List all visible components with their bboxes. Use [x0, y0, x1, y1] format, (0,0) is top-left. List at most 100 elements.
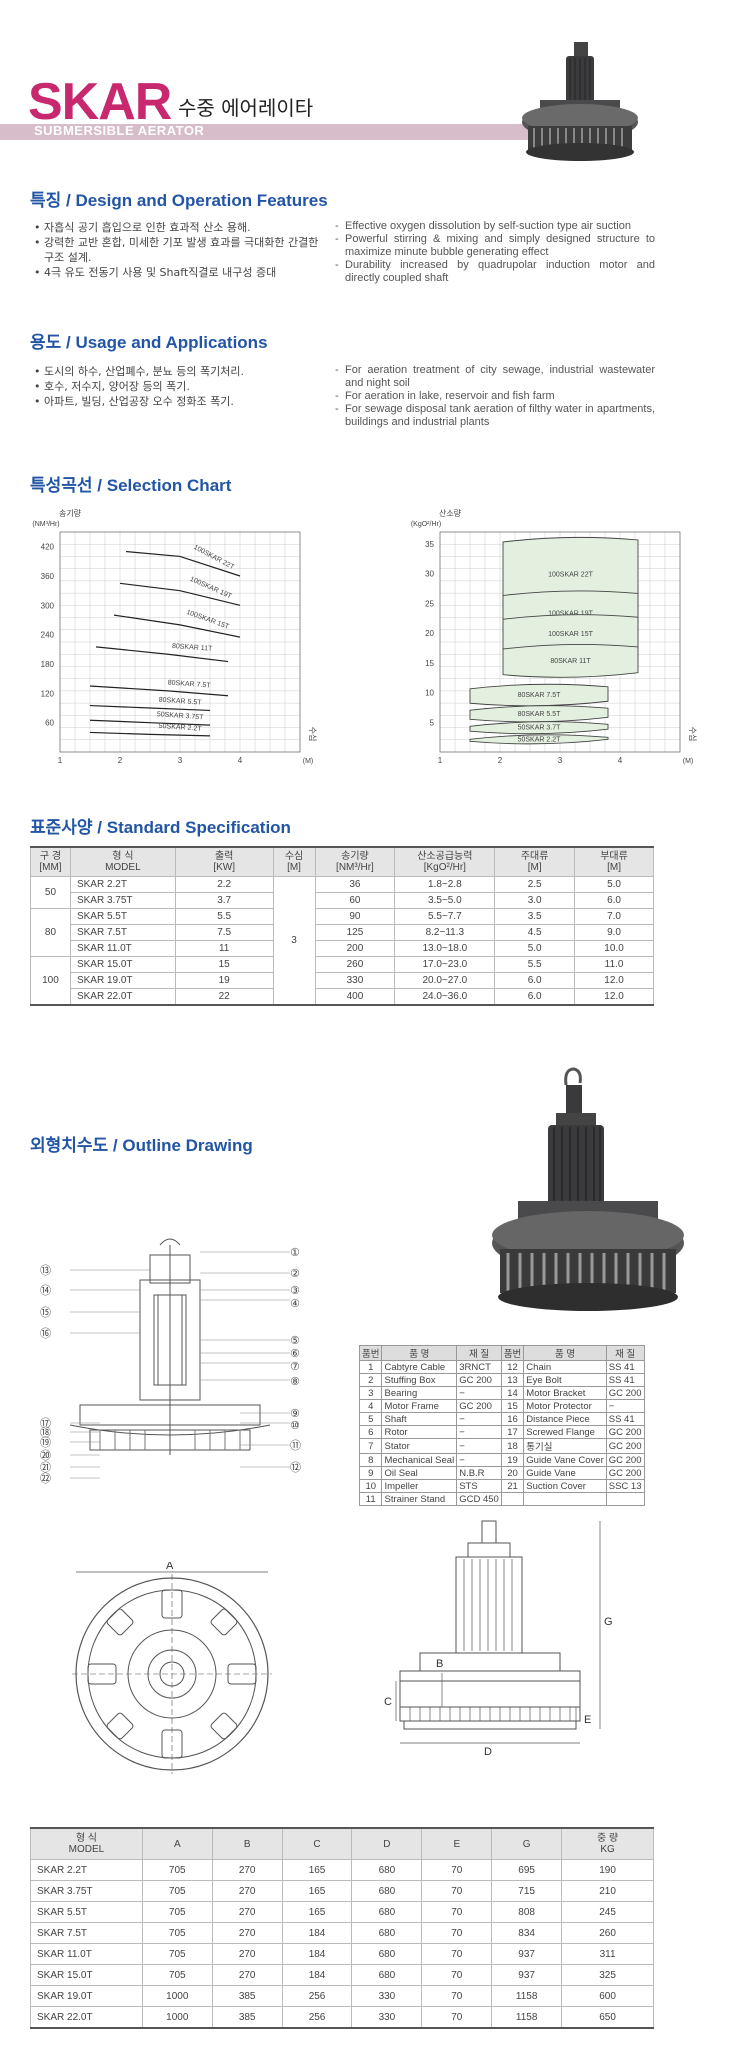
- table-cell: 165: [281, 1901, 353, 1923]
- table-cell: 705: [141, 1901, 213, 1923]
- table-cell: 330: [351, 2006, 423, 2029]
- table-cell: Mechanical Seal: [381, 1453, 458, 1467]
- col-header-name: 품 명: [381, 1345, 458, 1361]
- plot-frame: [439, 531, 681, 753]
- series-line: [89, 704, 211, 712]
- list-item: For aeration in lake, reservoir and fish…: [335, 390, 655, 403]
- table-cell: [500, 1492, 525, 1506]
- y-tick-label: 60: [45, 719, 54, 728]
- table-cell: 680: [351, 1964, 423, 1986]
- bore-cell: 100: [30, 956, 71, 1006]
- table-cell: Oil Seal: [381, 1466, 458, 1480]
- x-tick-label: 3: [178, 756, 183, 765]
- table-cell: 20: [500, 1466, 525, 1480]
- table-cell: 6.0: [494, 972, 576, 989]
- series-label: 100SKAR 15T: [548, 631, 593, 638]
- table-cell: Stator: [381, 1438, 458, 1454]
- table-cell: 1: [358, 1360, 383, 1374]
- table-cell: 5: [358, 1412, 383, 1426]
- table-cell: Suction Cover: [523, 1479, 607, 1493]
- dim-label-c: C: [384, 1696, 392, 1708]
- table-cell: SS 41: [605, 1412, 645, 1426]
- table-cell: 19: [500, 1453, 525, 1467]
- callout-7: ⑦: [290, 1360, 300, 1373]
- y-tick-label: 35: [425, 540, 434, 549]
- table-cell: 184: [281, 1922, 353, 1944]
- callout-14: ⑭: [40, 1284, 51, 1297]
- table-cell: 17.0~23.0: [394, 956, 496, 973]
- table-cell: 165: [281, 1859, 353, 1881]
- table-cell: 3.7: [174, 892, 274, 909]
- table-cell: −: [456, 1453, 502, 1467]
- callout-21: ㉑: [40, 1461, 51, 1474]
- table-cell: 270: [211, 1943, 283, 1965]
- model-cell: SKAR 7.5T: [69, 924, 176, 941]
- y-tick-label: 15: [425, 659, 434, 668]
- x-axis-unit: (M): [683, 758, 694, 765]
- table-cell: 270: [211, 1901, 283, 1923]
- series-band: [469, 705, 609, 723]
- list-item: 자흡식 공기 흡입으로 인한 효과적 산소 용해.: [34, 220, 324, 235]
- model-cell: SKAR 3.75T: [69, 892, 176, 909]
- table-cell: 70: [421, 1964, 493, 1986]
- table-cell: Strainer Stand: [381, 1492, 458, 1506]
- x-tick-label: 1: [58, 756, 63, 765]
- table-cell: GC 200: [605, 1425, 645, 1439]
- callout-11: ⑪: [290, 1439, 301, 1452]
- table-cell: Motor Protector: [523, 1399, 607, 1413]
- table-cell: 8: [358, 1453, 383, 1467]
- brand-korean-title: 수중 에어레이타: [178, 96, 314, 120]
- spec-title: 표준사양 / Standard Specification: [30, 818, 291, 837]
- table-cell: 70: [421, 1859, 493, 1881]
- table-cell: SSC 13: [605, 1479, 645, 1493]
- table-cell: 3.0: [494, 892, 576, 909]
- table-cell: 3.5~5.0: [394, 892, 496, 909]
- series-label: 80SKAR 11T: [172, 643, 213, 653]
- table-cell: 937: [491, 1943, 563, 1965]
- table-cell: 715: [491, 1880, 563, 1902]
- table-cell: GCD 450: [456, 1492, 502, 1506]
- table-cell: 5.5: [494, 956, 576, 973]
- table-cell: 680: [351, 1880, 423, 1902]
- list-item: 강력한 교반 혼합, 미세한 기포 발생 효과를 극대화한 간결한 구조 설계.: [34, 235, 324, 265]
- col-header-main-flow: 주대류[M]: [494, 846, 576, 877]
- table-cell: 260: [561, 1922, 654, 1944]
- table-cell: 184: [281, 1964, 353, 1986]
- series-label: 80SKAR 5.5T: [518, 711, 562, 718]
- col-header-b: B: [211, 1827, 283, 1860]
- y-tick-label: 5: [430, 718, 435, 727]
- list-item: 아파트, 빌딩, 산업공장 오수 정화조 폭기.: [34, 394, 324, 409]
- model-cell: SKAR 3.75T: [30, 1880, 143, 1902]
- table-cell: 70: [421, 1901, 493, 1923]
- table-cell: 9.0: [574, 924, 654, 941]
- series-line: [125, 550, 241, 577]
- features-english-list: Effective oxygen dissolution by self-suc…: [335, 220, 655, 285]
- model-cell: SKAR 5.5T: [30, 1901, 143, 1923]
- y-axis-label: 송기량: [59, 508, 82, 518]
- table-cell: GC 200: [605, 1438, 645, 1454]
- side-view-drawing: B C D E G: [384, 1520, 613, 1758]
- y-tick-label: 20: [425, 629, 434, 638]
- table-cell: 1.8~2.8: [394, 876, 496, 893]
- series-label: 50SKAR 3.7T: [518, 725, 562, 732]
- table-cell: 11: [358, 1492, 383, 1506]
- series-band: [469, 734, 609, 745]
- table-cell: 21: [500, 1479, 525, 1493]
- x-tick-label: 4: [618, 756, 623, 765]
- y-tick-label: 10: [425, 689, 434, 698]
- table-cell: Guide Vane: [523, 1466, 607, 1480]
- table-cell: 260: [314, 956, 396, 973]
